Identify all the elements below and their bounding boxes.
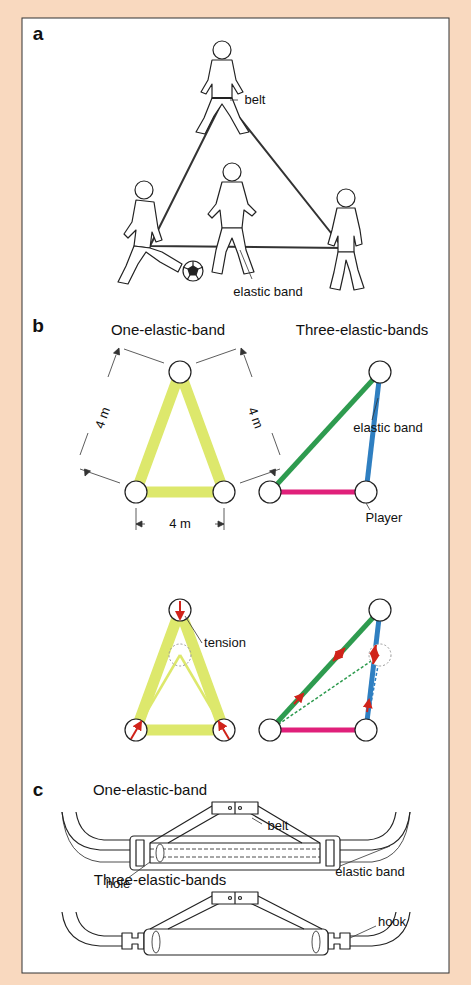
dimension-line (80, 348, 280, 530)
panel-title: Three-elastic-bands (94, 872, 227, 889)
panel-title: Three-elastic-bands (296, 322, 429, 339)
part-name: elastic band (233, 285, 302, 299)
panel-letter: a (33, 24, 44, 45)
part-name: Player (366, 511, 403, 525)
one-band-tension (125, 599, 235, 741)
part-name: tension (204, 636, 246, 650)
part-name: elastic band (353, 421, 422, 435)
part-name: elastic band (335, 865, 404, 879)
dimension: 4 m (169, 517, 191, 531)
dimension: 4 m (93, 405, 114, 430)
panel-title: One-elastic-band (111, 322, 225, 339)
part-name: belt (268, 819, 289, 833)
part-name: hook (378, 915, 406, 929)
players-figure (118, 41, 364, 290)
one-band-belt (62, 802, 410, 870)
panel-letter: c (33, 780, 44, 801)
part-name: belt (245, 93, 266, 107)
panel-title: One-elastic-band (93, 782, 207, 799)
dimension: 4 m (245, 405, 266, 430)
leader-line (185, 616, 202, 643)
leader-line (366, 398, 378, 510)
one-band-triangle (125, 361, 235, 503)
three-band-tension (259, 599, 391, 741)
panel-letter: b (32, 316, 44, 337)
panel (22, 18, 449, 973)
three-band-belt (62, 892, 410, 955)
leader-line (230, 100, 252, 279)
